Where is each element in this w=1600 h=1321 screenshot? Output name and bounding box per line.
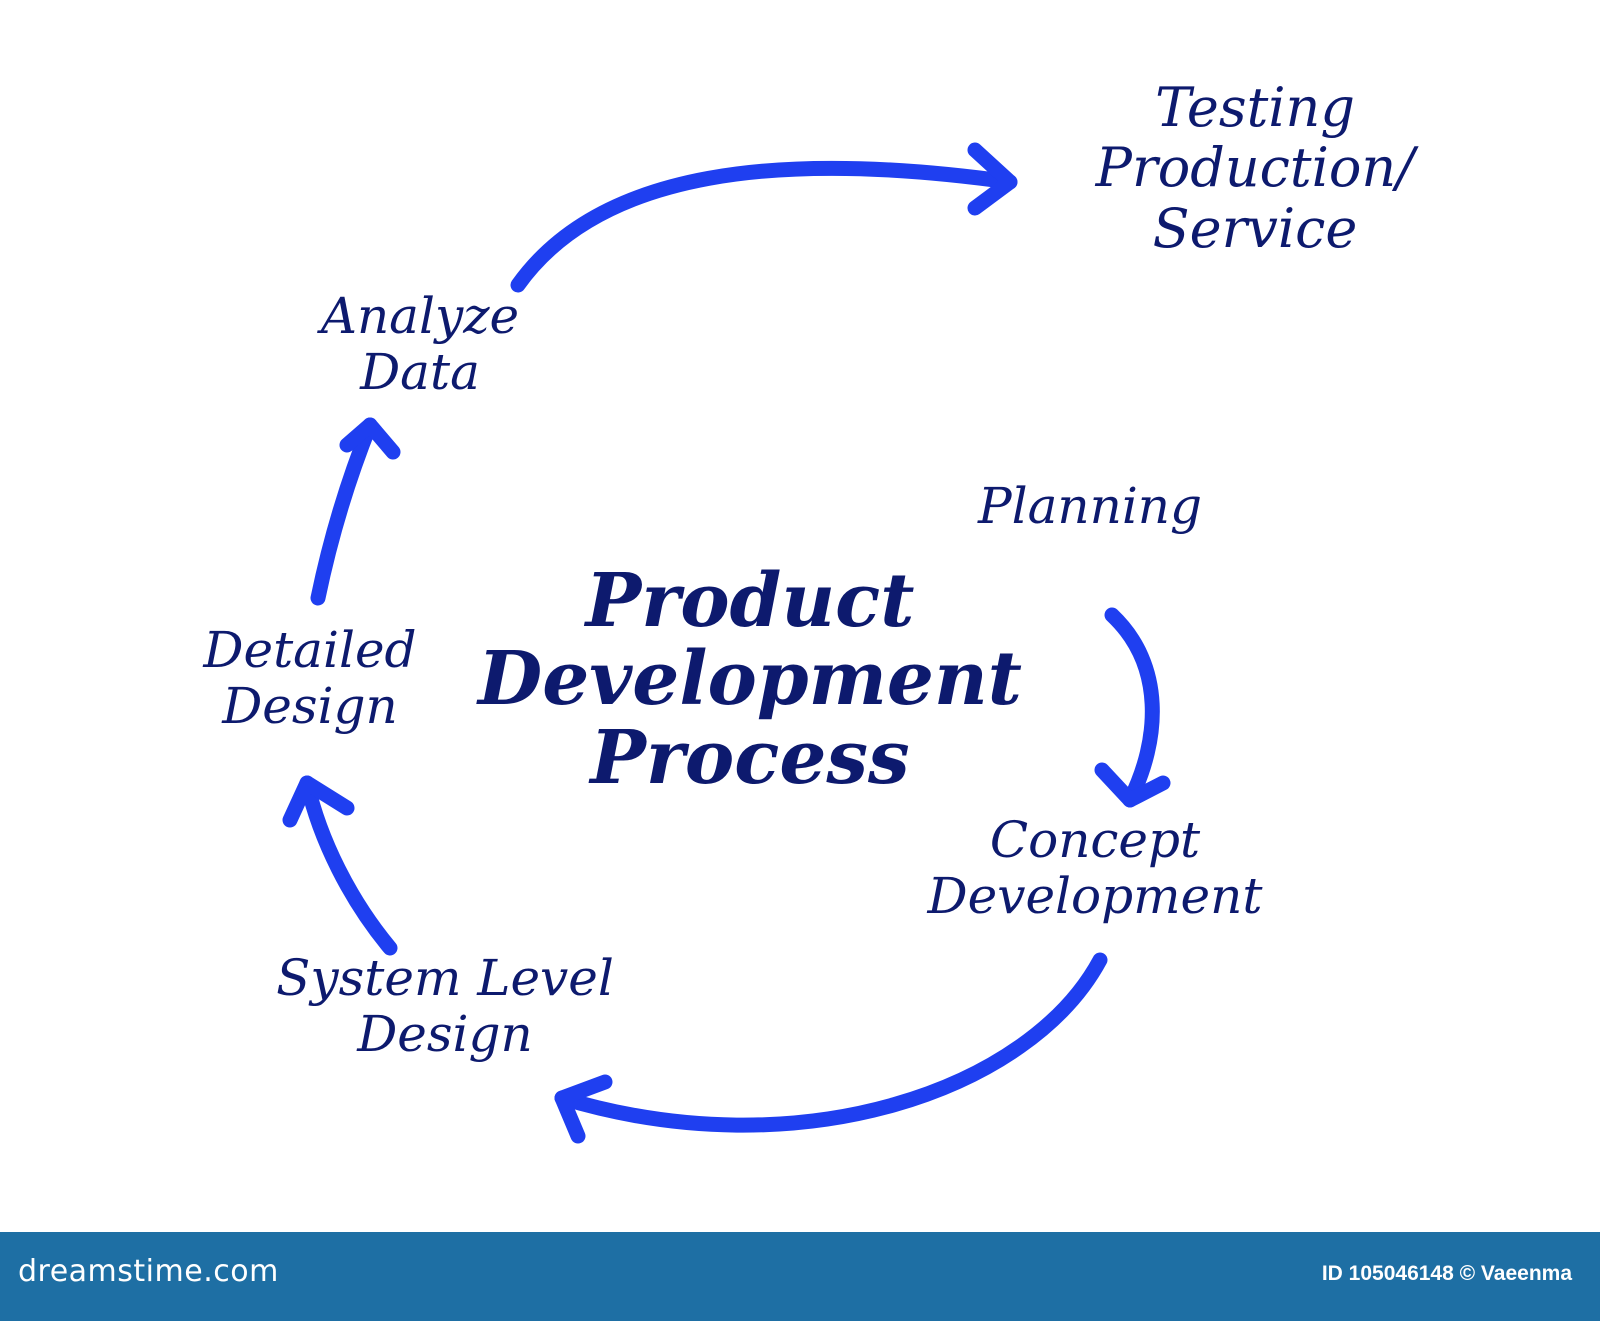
node-testing-production-service: Testing Production/ Service <box>1030 76 1480 260</box>
node-analyze-data: Analyze Data <box>270 288 570 400</box>
node-label-line: Analyze <box>320 287 520 345</box>
node-detailed-design: Detailed Design <box>145 622 475 734</box>
arrow-analyze-to-testing-head <box>967 142 1018 216</box>
arrow-planning-to-concept <box>1104 607 1160 808</box>
node-planning: Planning <box>920 478 1260 534</box>
node-label-line: Concept <box>989 811 1201 869</box>
node-label-line: Planning <box>977 477 1203 535</box>
arrow-planning-to-concept-head <box>1094 762 1171 808</box>
arrow-system-to-detailed-head <box>282 775 355 828</box>
dreamstime-logo: dreamstime.com <box>18 1254 279 1289</box>
title-line: Process <box>590 714 910 801</box>
arrow-detailed-to-analyze-head <box>339 417 401 460</box>
footer-bar: dreamstime.com ID 105046148 © Vaeenma <box>0 1232 1600 1321</box>
image-credit: ID 105046148 © Vaeenma <box>1321 1262 1572 1285</box>
node-label-line: Service <box>1152 196 1358 260</box>
diagram-title: Product Development Process <box>400 558 1100 801</box>
cycle-arrows <box>282 142 1171 1144</box>
arrow-concept-to-system-head <box>554 1074 613 1144</box>
arrow-detailed-to-analyze <box>310 417 378 606</box>
node-label-line: Design <box>357 1005 533 1063</box>
node-label-line: Testing <box>1155 76 1355 139</box>
node-label-line: Design <box>222 677 398 735</box>
title-line: Product <box>585 558 915 644</box>
node-concept-development: Concept Development <box>870 812 1320 924</box>
node-system-level-design: System Level Design <box>230 950 660 1062</box>
arrow-concept-to-system <box>554 952 1108 1133</box>
title-line: Development <box>478 636 1022 723</box>
node-label-line: Development <box>927 867 1263 925</box>
node-label-line: Detailed <box>203 621 417 679</box>
node-label-line: System Level <box>276 949 614 1007</box>
arrow-system-to-detailed <box>299 775 398 956</box>
node-label-line: Production/ <box>1095 136 1415 200</box>
arrow-analyze-to-testing <box>510 160 1018 293</box>
node-label-line: Data <box>360 343 480 401</box>
